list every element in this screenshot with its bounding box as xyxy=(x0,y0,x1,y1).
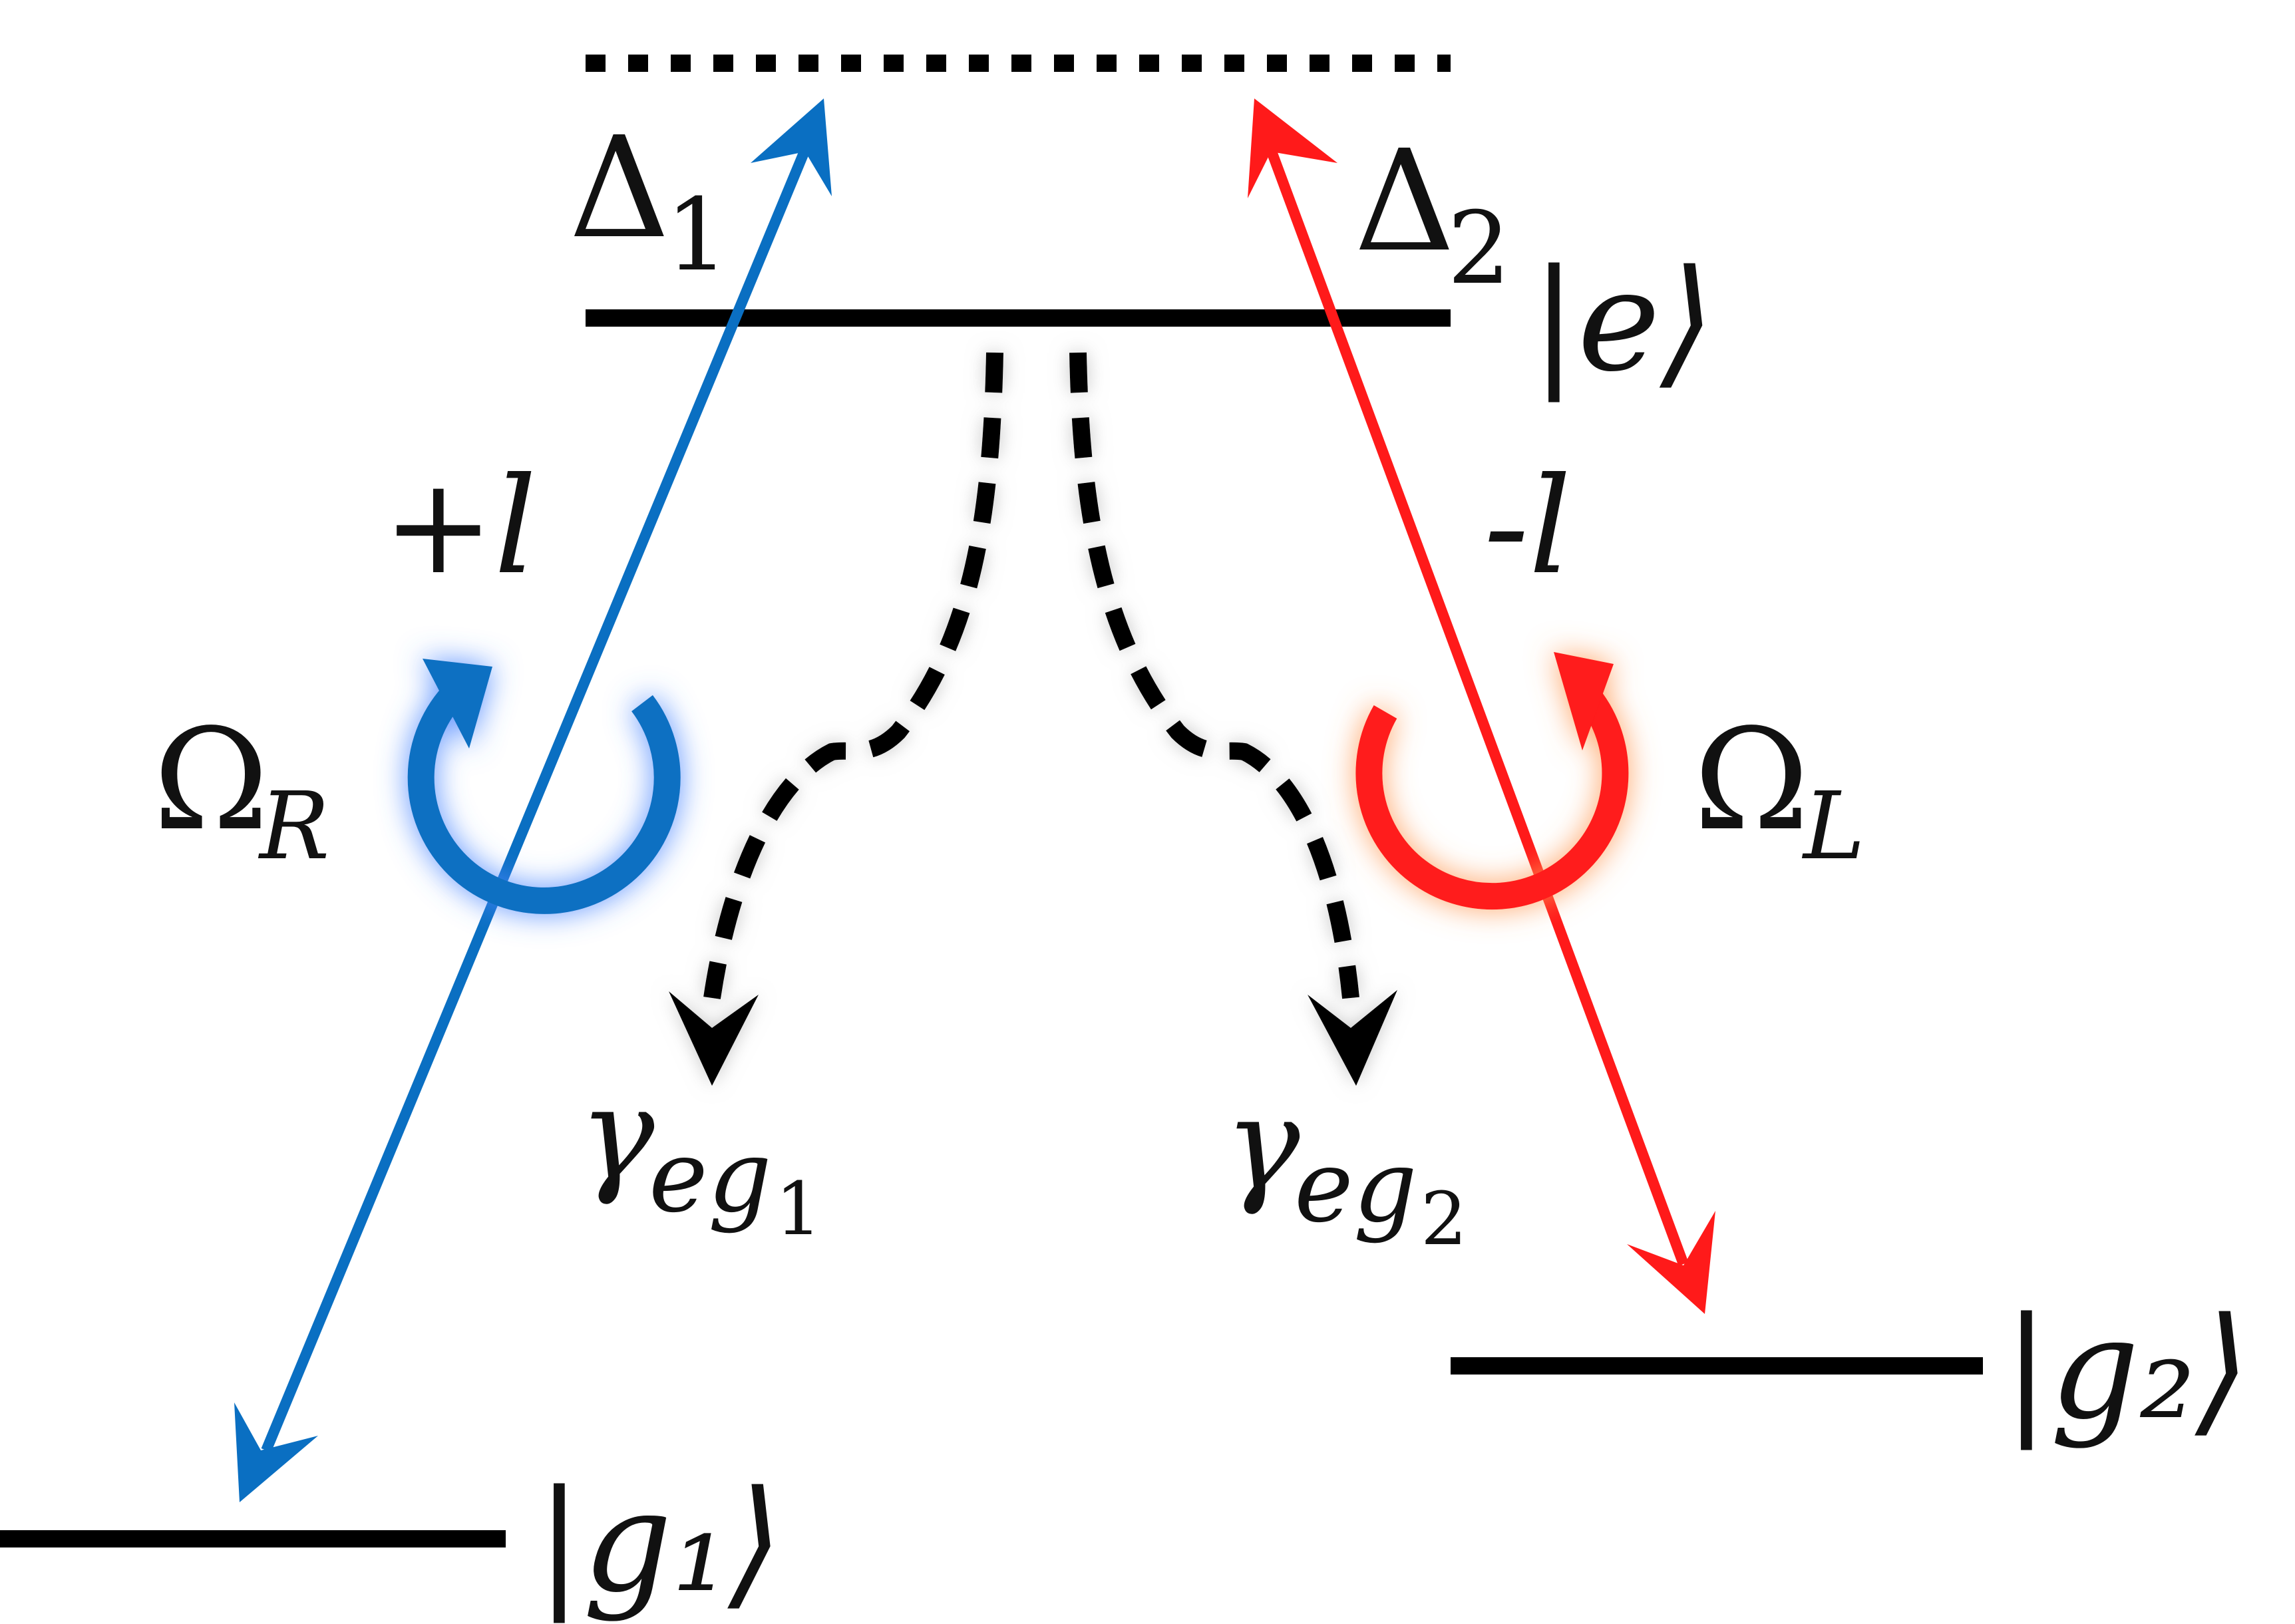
omega-l-subscript: L xyxy=(1801,772,1865,881)
blue-arrowhead-bottom xyxy=(234,1402,318,1502)
gamma-eg1-sub: eg xyxy=(649,1119,772,1235)
left-circular-polarization-icon xyxy=(1355,652,1629,910)
oam-plus-label: +l xyxy=(383,449,537,604)
ground2-ket-label: |g₂⟩ xyxy=(2003,1287,2250,1450)
blue-transition-arrow xyxy=(234,98,832,1502)
red-arrowhead-top xyxy=(1248,98,1337,198)
right-circular-polarization-icon xyxy=(407,659,681,914)
decay-arrow-g2 xyxy=(1069,352,1397,1086)
oam-minus-label: -l xyxy=(1484,449,1572,604)
delta2-symbol: Δ xyxy=(1354,120,1455,283)
excited-ket-label: |e⟩ xyxy=(1530,240,1715,403)
blue-arrowhead-top xyxy=(751,98,832,196)
omega-r-symbol: Ω xyxy=(153,699,269,862)
red-arrowhead-bottom xyxy=(1627,1211,1715,1314)
omega-r-subscript: R xyxy=(258,772,329,881)
delta1-symbol: Δ xyxy=(569,106,670,269)
red-transition-arrow xyxy=(1248,98,1715,1314)
delta1-subscript: 1 xyxy=(665,178,729,293)
gamma-eg1-symbol: γ xyxy=(579,1060,655,1208)
ground1-ket-label: |g₁⟩ xyxy=(536,1460,783,1623)
gamma-eg2-subsub: 2 xyxy=(1421,1176,1467,1261)
gamma-eg2-sub: eg xyxy=(1294,1129,1417,1245)
gamma-eg1-subsub: 1 xyxy=(775,1166,822,1251)
decay-arrow-g1 xyxy=(669,352,1003,1086)
gamma-eg2-symbol: γ xyxy=(1224,1070,1300,1218)
omega-l-symbol: Ω xyxy=(1693,699,1809,862)
delta2-subscript: 2 xyxy=(1447,191,1510,307)
